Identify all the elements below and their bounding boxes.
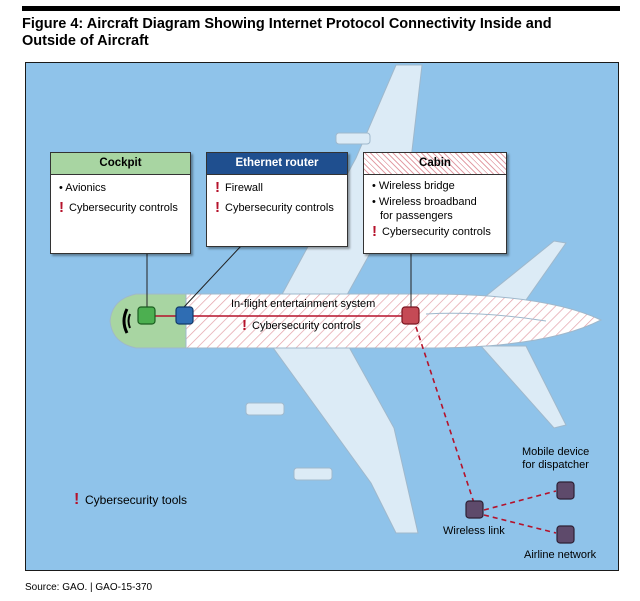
cockpit-box: Cockpit • Avionics ! Cybersecurity contr… bbox=[50, 152, 191, 254]
diagram-panel: Cockpit • Avionics ! Cybersecurity contr… bbox=[25, 62, 619, 571]
cabin-item-bridge: • Wireless bridge bbox=[372, 180, 455, 192]
fuselage-controls-label: Cybersecurity controls bbox=[252, 320, 361, 332]
router-box: Ethernet router ! Firewall ! Cybersecuri… bbox=[206, 152, 348, 247]
figure-title: Figure 4: Aircraft Diagram Showing Inter… bbox=[22, 16, 620, 50]
figure-title-line-1: Figure 4: Aircraft Diagram Showing Inter… bbox=[22, 16, 552, 32]
cockpit-item-controls: ! Cybersecurity controls bbox=[59, 199, 182, 216]
engine-lower-inner bbox=[245, 402, 285, 416]
lower-stabilizer bbox=[479, 345, 567, 429]
airline-network-label: Airline network bbox=[524, 549, 597, 561]
title-rule bbox=[22, 6, 620, 11]
router-device bbox=[175, 306, 194, 325]
cabin-box: Cabin • Wireless bridge • Wireless broad… bbox=[363, 152, 507, 254]
alert-icon: ! bbox=[215, 179, 220, 196]
mobile-device-label: Mobile device for dispatcher bbox=[522, 446, 589, 472]
airline-network-node bbox=[556, 525, 575, 544]
wireless-link-line bbox=[415, 326, 475, 504]
alert-icon: ! bbox=[74, 491, 80, 508]
source-note: Source: GAO. | GAO-15-370 bbox=[25, 582, 153, 593]
router-box-header: Ethernet router bbox=[207, 153, 347, 175]
cockpit-device bbox=[137, 306, 156, 325]
ife-system-label: In-flight entertainment system bbox=[231, 298, 376, 310]
wireless-link-label: Wireless link bbox=[443, 525, 505, 537]
fuselage-controls: ! Cybersecurity controls bbox=[242, 317, 361, 334]
engine-upper-outer bbox=[335, 132, 371, 145]
mobile-device-label-line-1: Mobile device bbox=[522, 446, 590, 458]
router-controls-label: Cybersecurity controls bbox=[225, 202, 334, 214]
cockpit-box-header: Cockpit bbox=[51, 153, 190, 175]
figure-title-line-2: Outside of Aircraft bbox=[22, 33, 149, 49]
legend: ! Cybersecurity tools bbox=[74, 491, 188, 508]
router-connector bbox=[183, 245, 242, 308]
windshield bbox=[122, 308, 129, 334]
mobile-link-line bbox=[483, 490, 557, 511]
fuselage-cabin bbox=[175, 293, 603, 349]
cabin-device bbox=[401, 306, 420, 325]
aircraft-illustration bbox=[26, 63, 618, 570]
mobile-device-node bbox=[556, 481, 575, 500]
cockpit-item-avionics: • Avionics bbox=[59, 182, 107, 194]
router-firewall-label: Firewall bbox=[225, 182, 263, 194]
router-item-controls: ! Cybersecurity controls bbox=[215, 199, 339, 216]
router-item-firewall: ! Firewall bbox=[215, 179, 339, 196]
cabin-item-broadband: • Wireless broadband bbox=[372, 196, 477, 208]
alert-icon: ! bbox=[242, 317, 247, 334]
alert-icon: ! bbox=[215, 199, 220, 216]
wireless-link-node bbox=[465, 500, 484, 519]
legend-label: Cybersecurity tools bbox=[85, 493, 188, 507]
cabin-item-controls: ! Cybersecurity controls bbox=[372, 223, 498, 240]
cabin-item-broadband-2: for passengers bbox=[380, 210, 453, 222]
mobile-device-label-line-2: for dispatcher bbox=[522, 459, 589, 471]
cabin-box-header: Cabin bbox=[364, 153, 506, 175]
airline-link-line bbox=[483, 514, 557, 534]
cabin-controls-label: Cybersecurity controls bbox=[382, 226, 491, 238]
alert-icon: ! bbox=[59, 199, 64, 216]
alert-icon: ! bbox=[372, 223, 377, 240]
cockpit-controls-label: Cybersecurity controls bbox=[69, 202, 178, 214]
engine-lower-outer bbox=[293, 467, 333, 481]
